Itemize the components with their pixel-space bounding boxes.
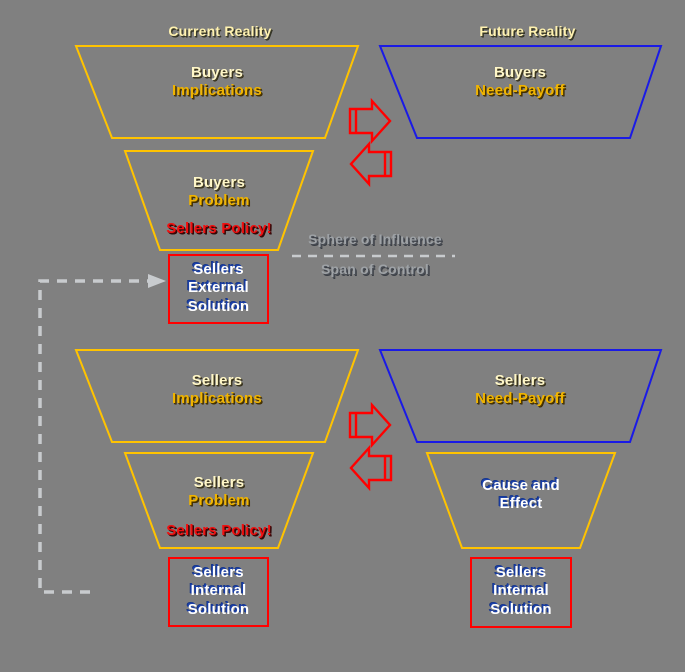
top-left-sellers-policy: Sellers Policy! <box>166 220 272 237</box>
top-left-lower-line2: Problem <box>188 192 250 210</box>
cause-and-effect-line2: Effect <box>499 495 543 513</box>
bottom-right-upper-line1: Sellers <box>494 372 546 389</box>
sellers-internal-solution-right-label: Sellers Internal Solution <box>471 564 571 619</box>
sellers-internal-solution-left-label: Sellers Internal Solution <box>169 564 268 619</box>
bottom-left-lower-line1: Sellers <box>193 474 245 491</box>
sellers-internal-solution-right-line2: Internal <box>493 582 549 600</box>
top-right-upper-line1: Buyers <box>493 64 547 81</box>
bottom-right-upper-label: Sellers Need-Payoff <box>430 372 610 409</box>
caption-current-reality: Current Reality <box>168 23 272 39</box>
top-left-upper-label: Buyers Implications <box>127 64 307 101</box>
top-left-lower-label: Buyers Problem <box>129 174 309 211</box>
bottom-right-upper-line2: Need-Payoff <box>475 390 565 408</box>
sellers-external-solution-line1: Sellers <box>193 261 244 278</box>
top-left-lower-line1: Buyers <box>192 174 246 191</box>
bottom-left-upper-line1: Sellers <box>191 372 243 389</box>
caption-future-reality: Future Reality <box>479 23 576 39</box>
bottom-left-lower-line2: Problem <box>188 492 250 510</box>
sellers-internal-solution-right-line3: Solution <box>490 600 552 618</box>
top-left-upper-line2: Implications <box>172 82 262 100</box>
sellers-internal-solution-left-line3: Solution <box>187 600 250 618</box>
bottom-arrow-right-icon <box>348 401 392 449</box>
sphere-of-influence-label: Sphere of Influence <box>308 231 442 247</box>
bottom-left-upper-line2: Implications <box>172 390 262 408</box>
sellers-external-solution-line2: External <box>188 279 249 297</box>
bottom-arrow-left-icon <box>349 444 393 492</box>
top-arrow-right-icon <box>348 97 392 145</box>
bottom-left-upper-label: Sellers Implications <box>127 372 307 409</box>
cause-and-effect-line1: Cause and <box>482 477 560 494</box>
cause-and-effect-label: Cause and Effect <box>431 477 611 514</box>
sellers-internal-solution-right-line1: Sellers <box>495 564 547 581</box>
top-arrow-left-icon <box>349 140 393 188</box>
top-right-upper-line2: Need-Payoff <box>475 82 565 100</box>
sellers-internal-solution-left-line2: Internal <box>190 582 247 600</box>
dashed-feedback-arrow-icon <box>38 274 166 594</box>
top-left-upper-line1: Buyers <box>190 64 244 81</box>
bottom-left-lower-label: Sellers Problem <box>129 474 309 511</box>
sellers-external-solution-label: Sellers External Solution <box>169 261 268 316</box>
span-of-control-label: Span of Control <box>321 261 429 277</box>
top-right-upper-label: Buyers Need-Payoff <box>430 64 610 101</box>
sellers-internal-solution-left-line1: Sellers <box>193 564 244 581</box>
sellers-external-solution-line3: Solution <box>187 297 250 315</box>
bottom-left-sellers-policy: Sellers Policy! <box>166 522 272 539</box>
